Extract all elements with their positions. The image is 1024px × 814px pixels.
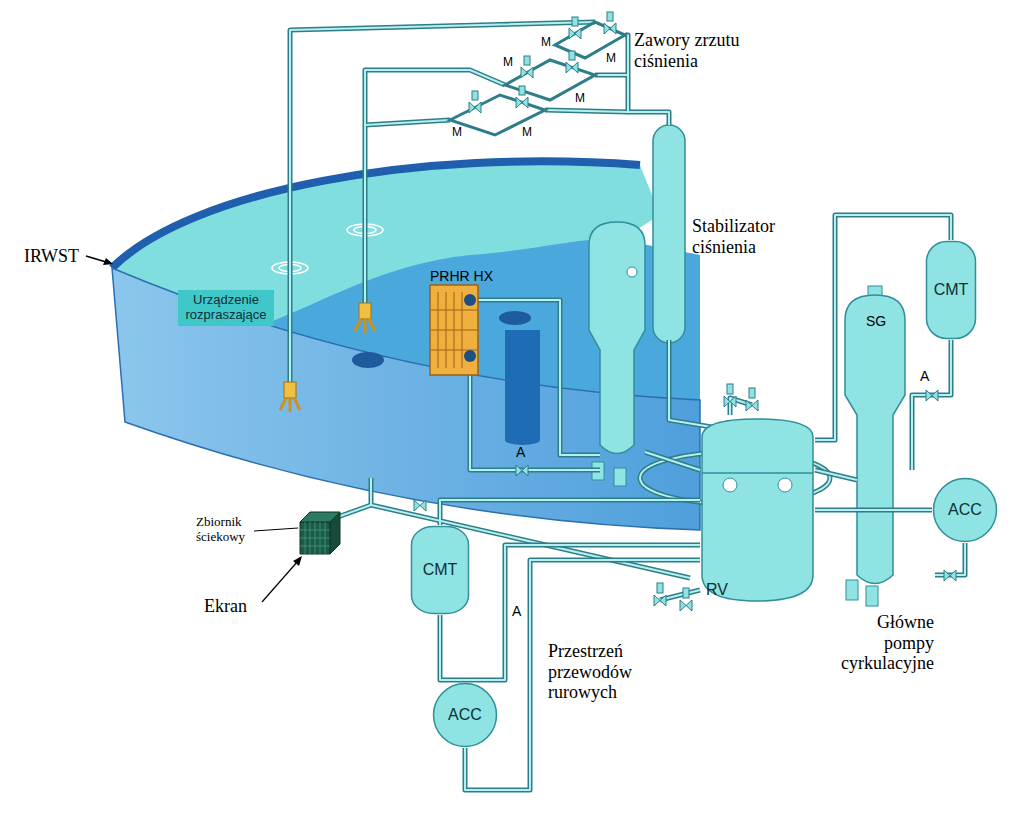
valve-mark: A [516, 444, 525, 460]
motor-valve-mark: M [606, 52, 616, 64]
motor-valve-mark: M [575, 92, 585, 104]
screen-label: Ekran [204, 596, 247, 617]
tank-label: IRWST [24, 246, 79, 267]
pump-label: Główne pompy cyrkulacyjne [826, 612, 934, 674]
node-text: Urządzenie rozpraszające [181, 293, 271, 323]
node-text: RV [706, 581, 728, 599]
motor-valve-mark: M [522, 126, 532, 138]
pipe-space-label: Przestrzeń przewodów rurowych [548, 641, 658, 703]
pipe-connector [815, 510, 932, 511]
pipe-line [815, 508, 932, 513]
sparger-box: Urządzenie rozpraszające [178, 290, 274, 326]
sump-label: Zbiornik ściekowy [196, 515, 276, 545]
pipe-line [465, 560, 700, 790]
core-makeup-tank: CMT [925, 240, 977, 340]
core-makeup-tank: CMT [410, 525, 470, 615]
pipe-line [815, 509, 932, 511]
accumulator-tank: ACC [432, 682, 498, 748]
motor-valve-mark: M [452, 126, 462, 138]
heat-exchanger-label: PRHR HX [430, 268, 493, 284]
reactor-vessel: RV [700, 415, 815, 605]
motor-valve-mark: M [503, 56, 513, 68]
accumulator-tank: ACC [932, 477, 998, 543]
node-text: CMT [423, 561, 458, 579]
node-text: ACC [948, 501, 982, 519]
pipe-line [465, 560, 700, 790]
valve-group-label: Zawory zrzutu ciśnienia [634, 30, 764, 71]
steam-generator-label: SG [866, 313, 886, 329]
node-text: CMT [934, 281, 969, 299]
pipe-connector [465, 560, 700, 790]
valve-mark: A [512, 603, 521, 619]
motor-valve-mark: M [541, 36, 551, 48]
pressurizer-label: Stabilizator ciśnienia [692, 216, 804, 257]
valve-mark: A [920, 368, 929, 384]
node-text: ACC [448, 706, 482, 724]
shape-outline [700, 415, 815, 605]
